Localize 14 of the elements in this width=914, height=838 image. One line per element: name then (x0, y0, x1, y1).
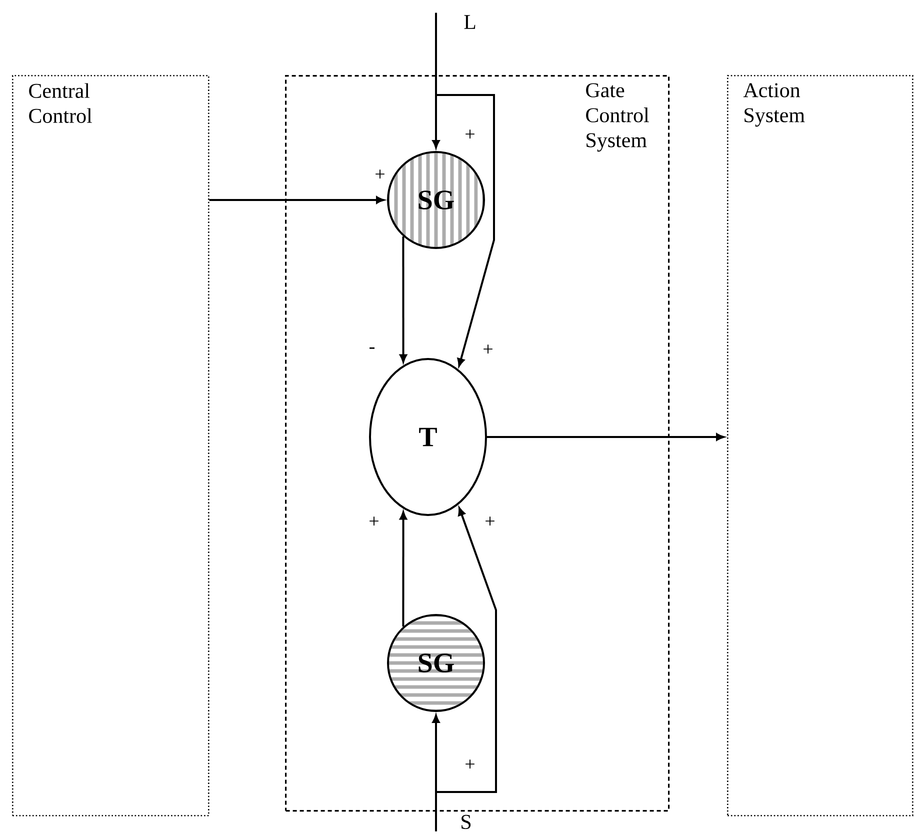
arrow (435, 507, 497, 832)
ellipse-node: T (369, 358, 487, 516)
arrow (487, 433, 724, 441)
system-box: Action System (727, 75, 914, 816)
input-label: S (462, 814, 471, 830)
input-label: L (464, 15, 476, 29)
system-box: Central Control (12, 75, 210, 816)
arrow (400, 236, 407, 362)
polarity-sign: + (486, 516, 494, 526)
polarity-sign: + (484, 344, 492, 354)
polarity-sign: + (466, 760, 474, 768)
arrow (209, 196, 384, 204)
arrow (400, 512, 407, 627)
arrow (435, 12, 495, 366)
